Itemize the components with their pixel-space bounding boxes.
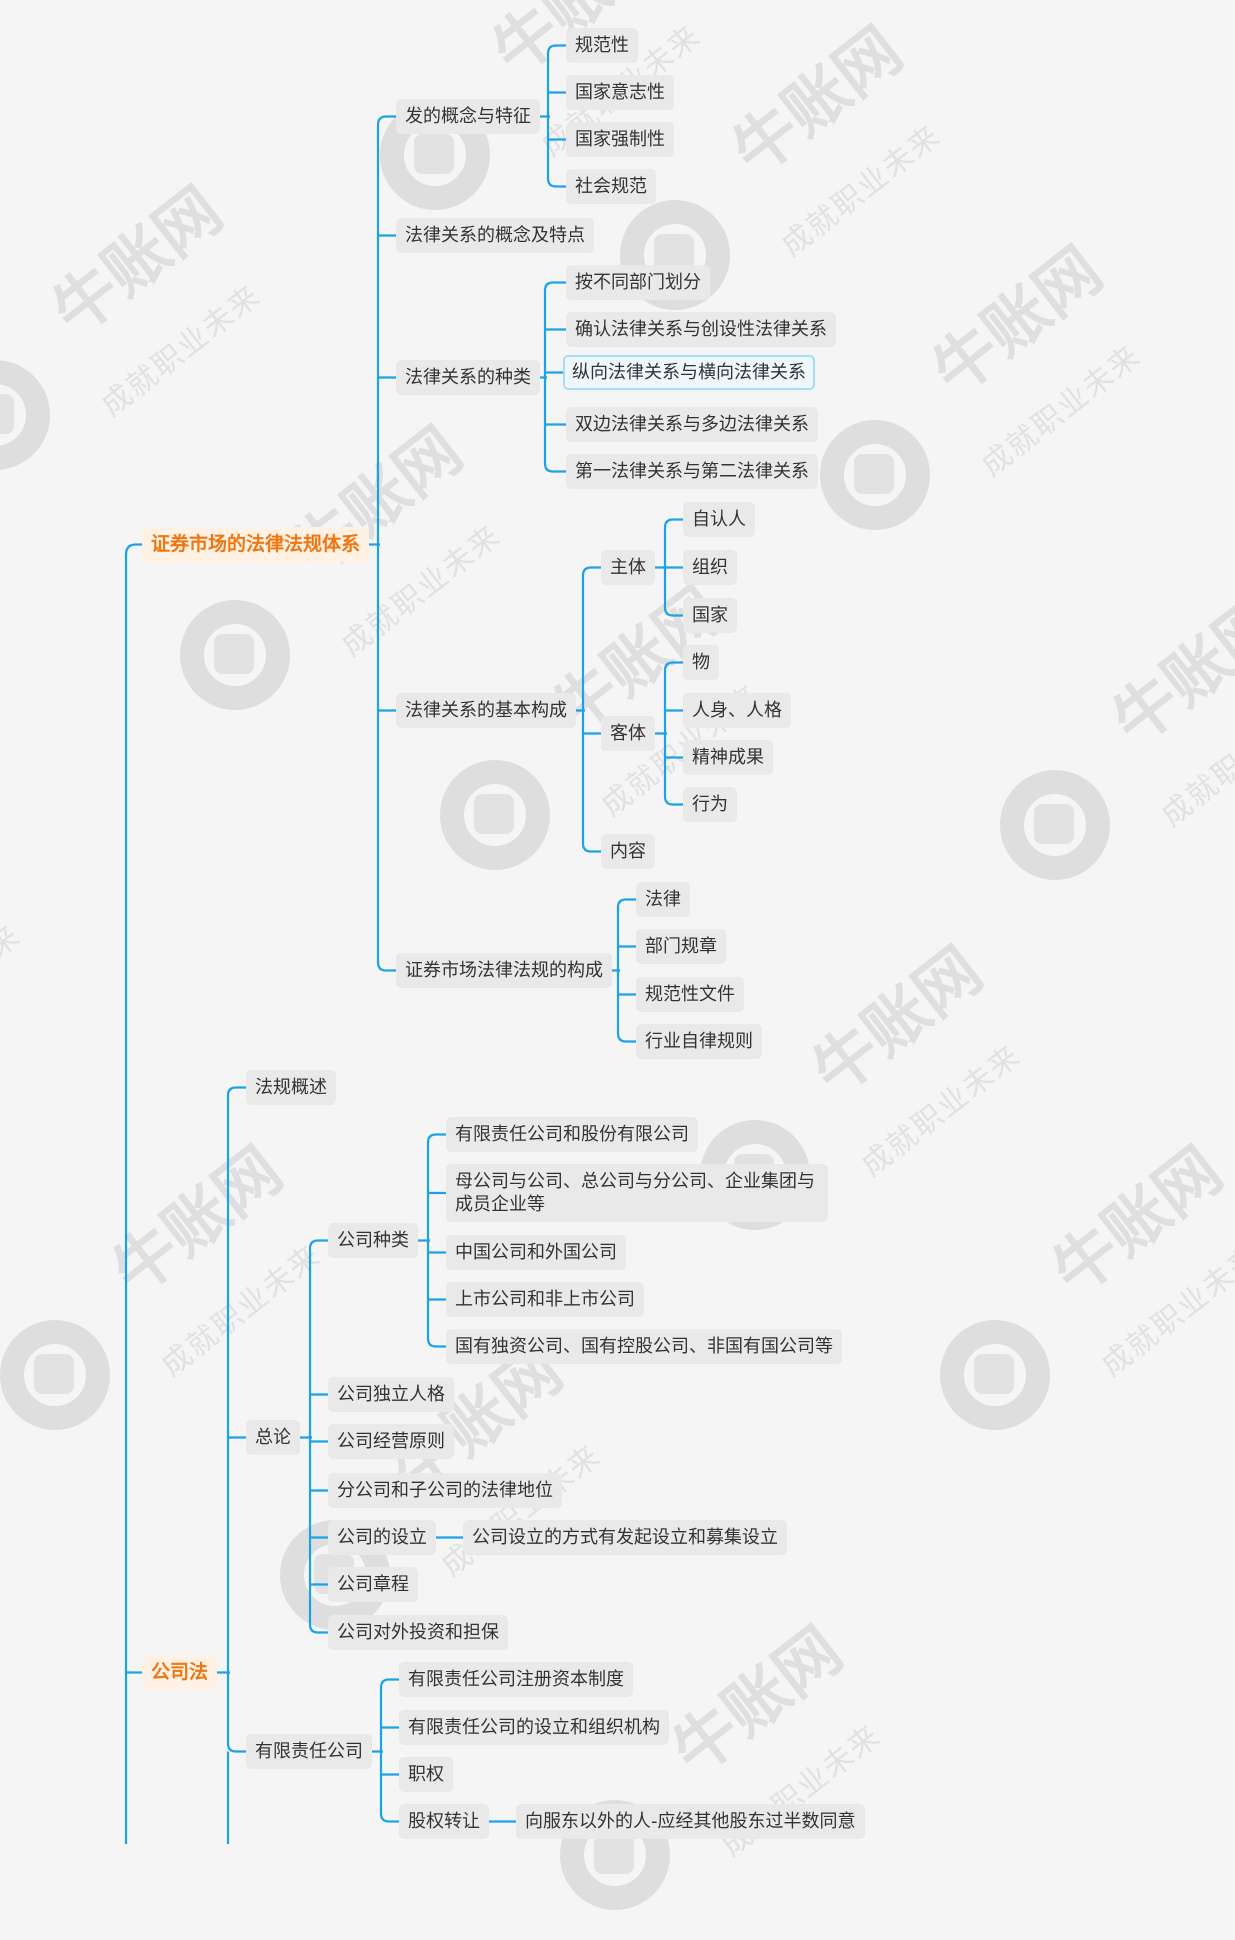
connector-lines	[124, 44, 683, 1844]
node-n-zczb[interactable]: 有限责任公司注册资本制度	[399, 1662, 633, 1697]
node-n-qr[interactable]: 确认法律关系与创设性法律关系	[566, 312, 836, 347]
connector-n-zonglun	[300, 1239, 328, 1634]
node-n-zq[interactable]: 职权	[399, 1757, 453, 1792]
connector-n-kt	[655, 661, 683, 806]
node-n-jyyz[interactable]: 公司经营原则	[328, 1424, 454, 1459]
node-n-zgwg[interactable]: 中国公司和外国公司	[446, 1235, 626, 1270]
node-n-dlrg[interactable]: 公司独立人格	[328, 1377, 454, 1412]
connector-root1	[369, 115, 396, 972]
connector-trunk	[124, 543, 142, 1844]
node-n-zrr[interactable]: 自认人	[683, 502, 755, 537]
node-n-kt[interactable]: 客体	[601, 716, 655, 751]
node-n-hyzl[interactable]: 行业自律规则	[636, 1024, 762, 1059]
node-n-ss[interactable]: 上市公司和非上市公司	[446, 1282, 644, 1317]
node-n-yxgf[interactable]: 有限责任公司和股份有限公司	[446, 1117, 698, 1152]
node-n-gszc[interactable]: 公司章程	[328, 1567, 418, 1602]
node-n-zqgc[interactable]: 证券市场法律法规的构成	[396, 953, 612, 988]
connector-root2	[217, 1086, 246, 1753]
node-n-fzgs[interactable]: 分公司和子公司的法律地位	[328, 1473, 562, 1508]
node-n-dwtz[interactable]: 公司对外投资和担保	[328, 1615, 508, 1650]
node-n-zzjg[interactable]: 有限责任公司的设立和组织机构	[399, 1710, 669, 1745]
node-n-gqzr[interactable]: 股权转让	[399, 1804, 489, 1839]
node-n-abt[interactable]: 按不同部门划分	[566, 265, 710, 300]
node-n-shgf[interactable]: 社会规范	[566, 169, 656, 204]
node-n-gfxwj[interactable]: 规范性文件	[636, 977, 744, 1012]
node-n-nr[interactable]: 内容	[601, 834, 655, 869]
connector-n-zqgc	[612, 898, 636, 1043]
node-n-w[interactable]: 物	[683, 645, 719, 680]
node-n-dy[interactable]: 第一法律关系与第二法律关系	[566, 454, 818, 489]
node-n-js[interactable]: 精神成果	[683, 740, 773, 775]
node-n-zx[interactable]: 纵向法律关系与横向法律关系	[563, 355, 815, 390]
node-n-gjyz[interactable]: 国家意志性	[566, 75, 674, 110]
node-n-gj[interactable]: 国家	[683, 598, 737, 633]
connector-n-concept	[540, 44, 566, 188]
node-n-gssl[interactable]: 公司的设立	[328, 1520, 436, 1555]
node-n-fl[interactable]: 法律	[636, 882, 690, 917]
node-root1[interactable]: 证券市场的法律法规体系	[142, 527, 370, 562]
node-n-zz[interactable]: 组织	[683, 550, 737, 585]
node-n-slfs[interactable]: 公司设立的方式有发起设立和募集设立	[463, 1520, 787, 1555]
node-n-gydz[interactable]: 国有独资公司、国有控股公司、非国有国公司等	[446, 1329, 842, 1364]
connector-n-gszl	[418, 1133, 446, 1348]
node-n-jbgc[interactable]: 法律关系的基本构成	[396, 693, 576, 728]
connector-n-jbgc	[576, 566, 601, 853]
node-n-yxzr[interactable]: 有限责任公司	[246, 1734, 372, 1769]
node-n-mgs[interactable]: 母公司与公司、总公司与分公司、企业集团与成员企业等	[446, 1164, 828, 1222]
node-n-flgx[interactable]: 法律关系的概念及特点	[396, 218, 594, 253]
node-n-zl[interactable]: 法律关系的种类	[396, 360, 540, 395]
node-n-zt[interactable]: 主体	[601, 550, 655, 585]
node-n-zonglun[interactable]: 总论	[246, 1420, 300, 1455]
node-n-sb[interactable]: 双边法律关系与多边法律关系	[566, 407, 818, 442]
node-n-gfx[interactable]: 规范性	[566, 28, 638, 63]
node-n-concept[interactable]: 发的概念与特征	[396, 99, 540, 134]
node-root2[interactable]: 公司法	[142, 1655, 218, 1690]
connector-n-zt	[655, 518, 683, 617]
node-n-xfd[interactable]: 向服东以外的人-应经其他股东过半数同意	[516, 1804, 865, 1839]
connector-n-yxzr	[372, 1678, 399, 1823]
node-n-bmgz[interactable]: 部门规章	[636, 929, 726, 964]
node-n-gszl[interactable]: 公司种类	[328, 1223, 418, 1258]
connector-n-zl	[540, 281, 566, 473]
node-n-xw[interactable]: 行为	[683, 787, 737, 822]
node-n-fggs[interactable]: 法规概述	[246, 1070, 336, 1105]
node-n-gjqz[interactable]: 国家强制性	[566, 122, 674, 157]
node-n-rs[interactable]: 人身、人格	[683, 693, 791, 728]
